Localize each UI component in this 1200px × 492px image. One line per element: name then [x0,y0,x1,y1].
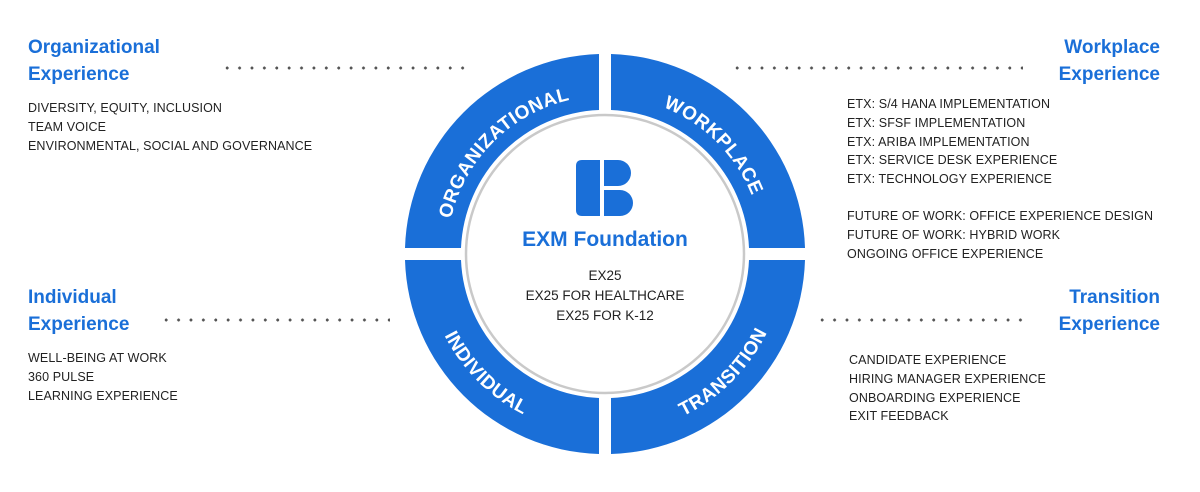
list-item: ONBOARDING EXPERIENCE [849,390,1021,405]
list-item: 360 PULSE [28,369,95,384]
workplace-items-block: ETX: S/4 HANA IMPLEMENTATION ETX: SFSF I… [847,95,1153,263]
transition-title: Transition Experience [1058,287,1160,335]
list-item: ETX: TECHNOLOGY EXPERIENCE [847,172,1052,187]
workplace-title: Workplace Experience [1058,37,1160,85]
list-item: ENVIRONMENTAL, SOCIAL AND GOVERNANCE [28,138,313,153]
list-item: LEARNING EXPERIENCE [28,388,178,403]
list-item: EX25 FOR K-12 [556,308,654,323]
list-item: ETX: S/4 HANA IMPLEMENTATION [847,97,1051,111]
organizational-title: Organizational Experience [28,37,160,85]
segment-workplace [611,54,805,248]
transition-connector-dots [816,318,1030,322]
transition-items-block: CANDIDATE EXPERIENCE HIRING MANAGER EXPE… [849,351,1046,426]
exm-logo-icon [576,160,633,216]
segment-transition [611,260,805,454]
list-item: ETX: ARIBA IMPLEMENTATION [847,134,1030,149]
segment-individual [405,260,599,454]
list-item: WELL-BEING AT WORK [28,351,167,365]
workplace-connector-dots [731,66,1023,70]
list-item: TEAM VOICE [28,119,107,134]
list-item: EX25 [588,268,622,283]
transition-items: CANDIDATE EXPERIENCE HIRING MANAGER EXPE… [849,351,1046,426]
organizational-connector-dots [221,66,469,70]
individual-connector-dots [160,318,390,322]
individual-title: Individual Experience [28,287,130,335]
transition-section: Transition Experience [1059,284,1160,338]
list-item: FUTURE OF WORK: OFFICE EXPERIENCE DESIGN [847,208,1154,223]
individual-items: WELL-BEING AT WORK 360 PULSE LEARNING EX… [28,349,178,405]
list-item: CANDIDATE EXPERIENCE [849,353,1007,367]
inner-ring-outline [464,113,746,395]
center-content: EXM Foundation EX25 EX25 FOR HEALTHCARE … [450,160,760,326]
list-item: ETX: SFSF IMPLEMENTATION [847,115,1026,130]
workplace-items: ETX: S/4 HANA IMPLEMENTATION ETX: SFSF I… [847,95,1153,263]
workplace-section: Workplace Experience [1059,34,1160,88]
list-item: HIRING MANAGER EXPERIENCE [849,371,1046,386]
experience-wheel: ORGANIZATIONAL WORKPLACE TRANSITION INDI… [405,54,805,454]
organizational-section: Organizational Experience DIVERSITY, EQU… [28,34,312,155]
organizational-items: DIVERSITY, EQUITY, INCLUSION TEAM VOICE … [28,99,312,155]
segment-organizational [405,54,599,248]
list-item: ONGOING OFFICE EXPERIENCE [847,246,1044,261]
list-item: EXIT FEEDBACK [849,409,949,424]
individual-section: Individual Experience WELL-BEING AT WORK… [28,284,178,405]
list-item: EX25 FOR HEALTHCARE [525,288,685,303]
list-item: FUTURE OF WORK: HYBRID WORK [847,227,1061,242]
list-item: ETX: SERVICE DESK EXPERIENCE [847,153,1058,168]
list-item: DIVERSITY, EQUITY, INCLUSION [28,101,223,115]
center-items: EX25 EX25 FOR HEALTHCARE EX25 FOR K-12 [450,266,760,326]
center-title: EXM Foundation [522,228,688,251]
